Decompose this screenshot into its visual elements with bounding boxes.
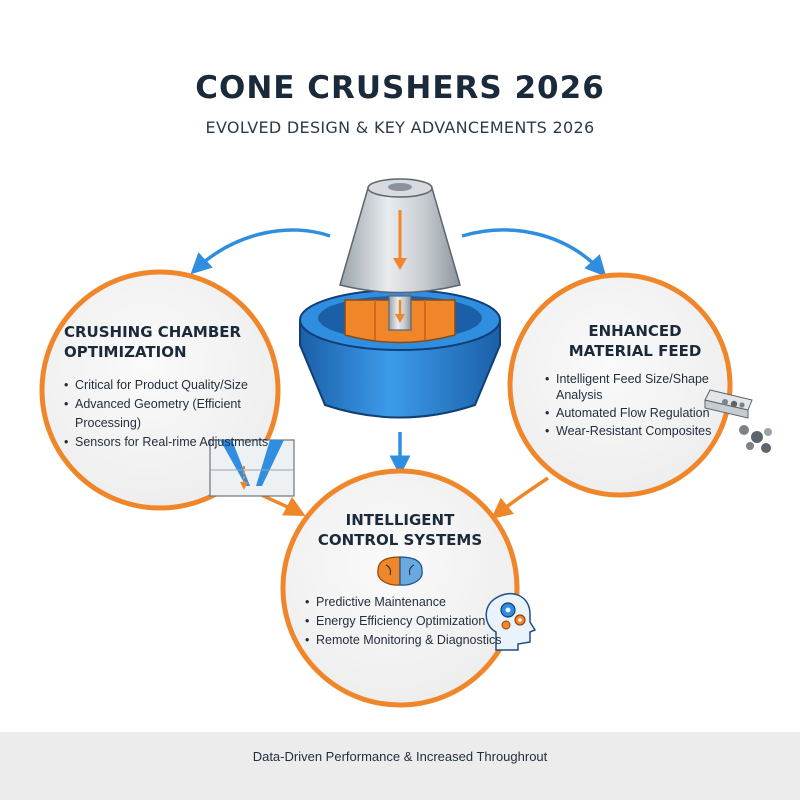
list-item: Wear-Resistant Composites [545,423,715,439]
list-item: Advanced Geometry (Efficient Processing) [64,395,304,433]
left-panel-title-line1: CRUSHING CHAMBER [64,323,242,341]
footer-text: Data-Driven Performance & Increased Thro… [252,749,548,764]
bottom-panel-title: INTELLIGENT CONTROL SYSTEMS [300,510,500,550]
right-panel-title: ENHANCED MATERIAL FEED [545,321,715,361]
list-item: Sensors for Real-rime Adjustments [64,433,304,452]
right-panel: ENHANCED MATERIAL FEED Intelligent Feed … [545,321,715,441]
left-panel-title: CRUSHING CHAMBER OPTIMIZATION [64,322,304,362]
bottom-panel-list: Predictive Maintenance Energy Efficiency… [305,593,505,650]
bottom-panel: Predictive Maintenance Energy Efficiency… [305,593,505,650]
page-title: CONE CRUSHERS 2026 [195,70,605,106]
list-item: Energy Efficiency Optimization [305,612,505,631]
list-item: Intelligent Feed Size/Shape Analysis [545,371,715,403]
list-item: Automated Flow Regulation [545,405,715,421]
arrow-top-right [461,228,607,277]
footer-bar [0,732,800,800]
feed-chute-icon [704,389,772,453]
list-item: Critical for Product Quality/Size [64,376,304,395]
bottom-panel-circle [280,468,520,708]
left-panel: CRUSHING CHAMBER OPTIMIZATION Critical f… [64,322,304,452]
list-item: Predictive Maintenance [305,593,505,612]
right-panel-list: Intelligent Feed Size/Shape Analysis Aut… [545,371,715,439]
right-panel-title-line1: ENHANCED [588,322,682,340]
arrow-top-left [190,228,331,275]
page-subtitle: EVOLVED DESIGN & KEY ADVANCEMENTS 2026 [205,118,595,137]
bottom-panel-title-line2: CONTROL SYSTEMS [317,531,483,549]
left-panel-list: Critical for Product Quality/Size Advanc… [64,376,304,452]
right-panel-title-line2: MATERIAL FEED [568,342,702,360]
arrow-right-to-bottom [491,476,549,519]
cone-crusher-illustration [299,178,501,419]
bottom-panel-title-line1: INTELLIGENT [345,511,455,529]
list-item: Remote Monitoring & Diagnostics [305,631,505,650]
left-panel-title-line2: OPTIMIZATION [64,343,187,361]
brain-icon [377,556,423,586]
